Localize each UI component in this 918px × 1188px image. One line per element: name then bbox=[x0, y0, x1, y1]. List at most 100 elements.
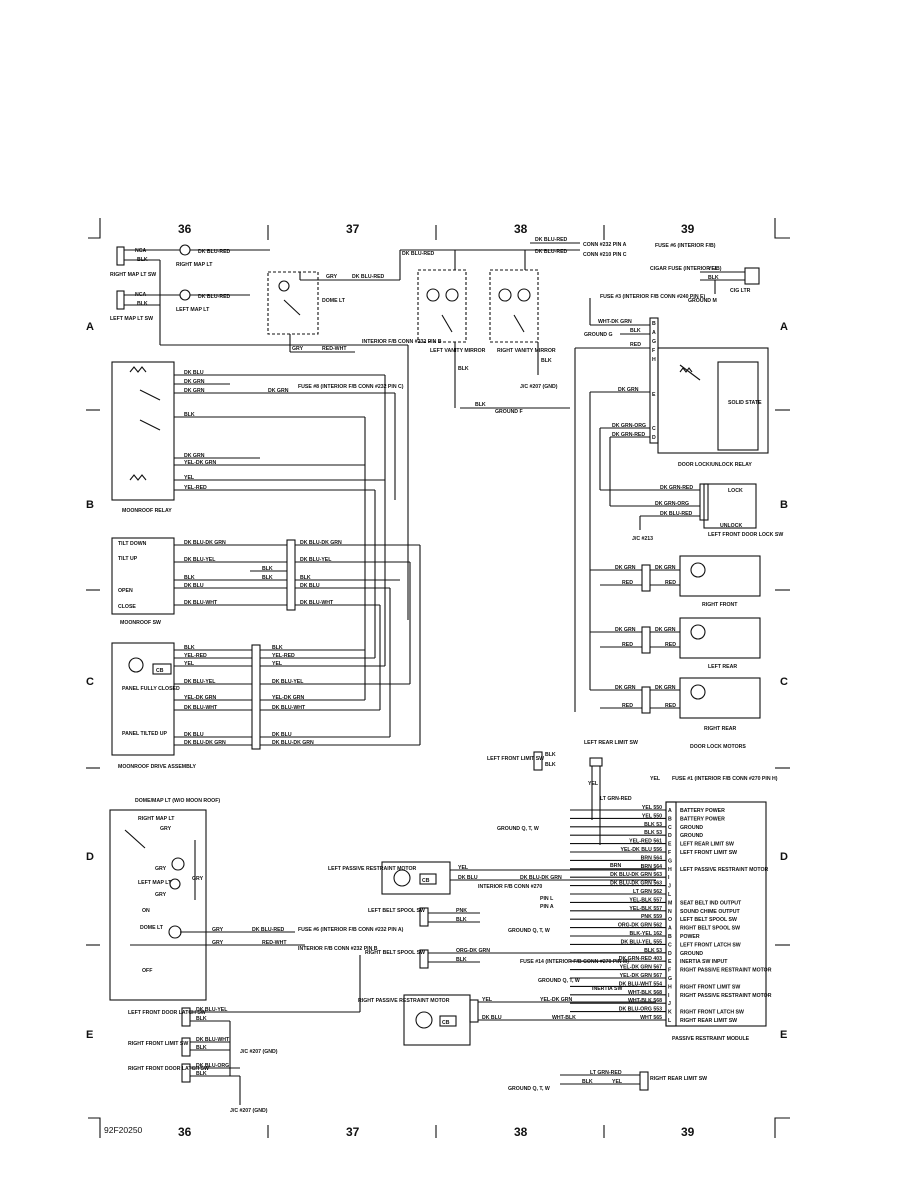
svg-text:DK GRN-RED: DK GRN-RED bbox=[660, 485, 693, 491]
module-pin-wire-label: WHT-BLK 568 bbox=[628, 990, 662, 996]
passive-restraint-module: PASSIVE RESTRAINT MODULE YEL FUSE #1 (IN… bbox=[497, 776, 778, 1042]
svg-text:BLK: BLK bbox=[475, 402, 486, 408]
module-pin-function: LEFT BELT SPOOL SW bbox=[680, 917, 737, 923]
module-pin-letter: C bbox=[668, 825, 672, 831]
svg-text:LEFT BELT SPOOL SW: LEFT BELT SPOOL SW bbox=[368, 908, 425, 914]
svg-text:RED: RED bbox=[665, 580, 676, 586]
svg-text:YEL-RED: YEL-RED bbox=[272, 653, 295, 659]
svg-text:BLK: BLK bbox=[300, 575, 311, 581]
moonroof-drive: CB PANEL FULLY CLOSED PANEL TILTED UP MO… bbox=[111, 375, 421, 770]
svg-text:GROUND Q, T, W: GROUND Q, T, W bbox=[497, 826, 539, 832]
module-pin-function: RIGHT BELT SPOOL SW bbox=[680, 926, 740, 932]
svg-text:TILT DOWN: TILT DOWN bbox=[118, 541, 147, 547]
svg-text:DK BLU-YEL: DK BLU-YEL bbox=[184, 557, 216, 563]
svg-text:DK BLU-RED: DK BLU-RED bbox=[352, 274, 385, 280]
svg-text:GROUND Q, T, W: GROUND Q, T, W bbox=[508, 928, 550, 934]
svg-text:GRY: GRY bbox=[326, 274, 338, 280]
module-pin-wire-label: DK BLU-ORG 553 bbox=[619, 1007, 662, 1013]
module-pin-letter: I bbox=[668, 875, 670, 881]
svg-text:LEFT REAR: LEFT REAR bbox=[708, 664, 737, 670]
module-pin-wire-label: BRN 564 bbox=[641, 864, 662, 870]
svg-text:DK BLU: DK BLU bbox=[184, 732, 204, 738]
module-pin-letter: N bbox=[668, 909, 672, 915]
module-pin-function: RIGHT REAR LIMIT SW bbox=[680, 1018, 737, 1024]
module-pin-wire-label: WHT-BLK 568 bbox=[628, 998, 662, 1004]
svg-text:GROUND M: GROUND M bbox=[688, 298, 717, 304]
svg-text:OPEN: OPEN bbox=[118, 588, 133, 594]
svg-text:UNLOCK: UNLOCK bbox=[720, 523, 742, 529]
svg-text:GRY: GRY bbox=[155, 866, 167, 872]
module-pin-letter: G bbox=[668, 976, 672, 982]
module-pin-function: BATTERY POWER bbox=[680, 816, 725, 822]
svg-text:YEL: YEL bbox=[650, 776, 661, 782]
svg-text:NCA: NCA bbox=[135, 248, 146, 254]
module-pin-wire-label: YEL-BLK 557 bbox=[629, 906, 662, 912]
svg-text:GROUND Q, T, W: GROUND Q, T, W bbox=[538, 978, 580, 984]
module-pin-wire-label: YEL-DK GRN 567 bbox=[620, 973, 662, 979]
row-letter-c-right: C bbox=[780, 676, 788, 688]
svg-text:RIGHT FRONT: RIGHT FRONT bbox=[702, 602, 738, 608]
svg-text:YEL-DK GRN: YEL-DK GRN bbox=[184, 695, 217, 701]
svg-text:DK BLU: DK BLU bbox=[272, 732, 292, 738]
module-pin-wire-label: YEL 550 bbox=[642, 805, 662, 811]
svg-text:CB: CB bbox=[422, 878, 430, 884]
moonroof-relay: MOONROOF RELAY DK BLU DK GRN DK GRN DK G… bbox=[111, 361, 404, 514]
svg-text:DK BLU-DK GRN: DK BLU-DK GRN bbox=[520, 875, 562, 881]
svg-text:E: E bbox=[652, 392, 656, 398]
module-pin-letter: B bbox=[668, 816, 672, 822]
svg-text:LEFT VANITY MIRROR: LEFT VANITY MIRROR bbox=[430, 348, 486, 354]
svg-text:BLK: BLK bbox=[184, 412, 195, 418]
svg-text:DK GRN: DK GRN bbox=[618, 387, 639, 393]
svg-text:LEFT MAP LT: LEFT MAP LT bbox=[138, 880, 172, 886]
row-letter-a-right: A bbox=[780, 321, 788, 333]
svg-text:DK BLU-DK GRN: DK BLU-DK GRN bbox=[184, 540, 226, 546]
svg-text:RED: RED bbox=[665, 642, 676, 648]
svg-text:BLK: BLK bbox=[184, 575, 195, 581]
svg-text:INTERIOR F/B CONN #232 PIN B: INTERIOR F/B CONN #232 PIN B bbox=[298, 946, 378, 952]
svg-text:RIGHT REAR LIMIT SW: RIGHT REAR LIMIT SW bbox=[650, 1076, 707, 1082]
col-num-38: 38 bbox=[514, 222, 528, 236]
svg-text:LEFT FRONT DOOR LOCK SW: LEFT FRONT DOOR LOCK SW bbox=[708, 532, 783, 538]
svg-text:OFF: OFF bbox=[142, 968, 152, 974]
svg-text:PNK: PNK bbox=[456, 908, 467, 914]
svg-text:PASSIVE RESTRAINT MODULE: PASSIVE RESTRAINT MODULE bbox=[672, 1036, 750, 1042]
svg-text:INERTIA SW: INERTIA SW bbox=[592, 986, 622, 992]
svg-text:MOONROOF DRIVE ASSEMBLY: MOONROOF DRIVE ASSEMBLY bbox=[118, 764, 197, 770]
svg-text:CONN #232 PIN A: CONN #232 PIN A bbox=[583, 242, 627, 248]
module-pin-function: RIGHT FRONT LIMIT SW bbox=[680, 984, 740, 990]
svg-text:RED: RED bbox=[622, 703, 633, 709]
svg-text:BLK: BLK bbox=[196, 1016, 207, 1022]
svg-text:DK BLU-WHT: DK BLU-WHT bbox=[184, 600, 218, 606]
svg-text:RED-WHT: RED-WHT bbox=[322, 346, 347, 352]
svg-text:PIN L: PIN L bbox=[540, 896, 554, 902]
svg-text:RIGHT BELT SPOOL SW: RIGHT BELT SPOOL SW bbox=[365, 950, 425, 956]
svg-text:INTERIOR F/B CONN #270: INTERIOR F/B CONN #270 bbox=[478, 884, 542, 890]
svg-text:PIN A: PIN A bbox=[540, 904, 554, 910]
svg-text:DK BLU-RED: DK BLU-RED bbox=[198, 294, 231, 300]
svg-text:INTERIOR F/B CONN #232 PIN B: INTERIOR F/B CONN #232 PIN B bbox=[362, 339, 442, 345]
svg-text:DK BLU: DK BLU bbox=[184, 370, 204, 376]
svg-text:BLK: BLK bbox=[456, 917, 467, 923]
row-letter-b-left: B bbox=[86, 499, 94, 511]
svg-text:LEFT REAR LIMIT SW: LEFT REAR LIMIT SW bbox=[584, 740, 638, 746]
svg-text:DK BLU-ORG: DK BLU-ORG bbox=[196, 1063, 229, 1069]
svg-text:C: C bbox=[652, 426, 656, 432]
svg-text:YEL-RED: YEL-RED bbox=[184, 653, 207, 659]
module-pin-function: GROUND bbox=[680, 833, 703, 839]
svg-text:DK GRN-RED: DK GRN-RED bbox=[612, 432, 645, 438]
svg-text:MOONROOF RELAY: MOONROOF RELAY bbox=[122, 508, 172, 514]
svg-text:RIGHT MAP LT: RIGHT MAP LT bbox=[138, 816, 175, 822]
svg-text:J/C #207 (GND): J/C #207 (GND) bbox=[240, 1049, 278, 1055]
svg-text:WHT-DK GRN: WHT-DK GRN bbox=[598, 319, 632, 325]
svg-text:DK BLU-WHT: DK BLU-WHT bbox=[300, 600, 334, 606]
svg-text:DK BLU-RED: DK BLU-RED bbox=[535, 237, 568, 243]
svg-text:BLK: BLK bbox=[272, 645, 283, 651]
svg-text:DK BLU-DK GRN: DK BLU-DK GRN bbox=[184, 740, 226, 746]
